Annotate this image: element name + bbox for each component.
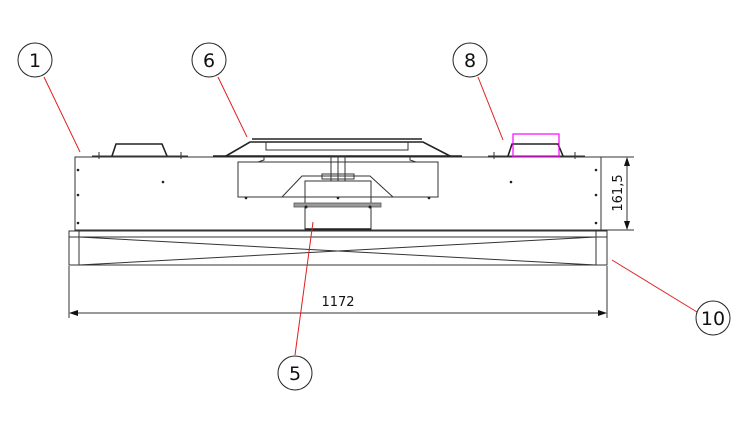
motor — [293, 180, 382, 231]
callout-label: 1 — [29, 50, 41, 72]
callout-6: 6 — [191, 42, 227, 78]
width-dimension: 1172 — [68, 266, 608, 318]
callout-label: 6 — [203, 50, 215, 72]
callout-1: 1 — [17, 42, 53, 78]
filter-unit — [68, 230, 608, 266]
callout-label: 8 — [464, 50, 476, 72]
callout-label: 5 — [289, 363, 301, 385]
height-dimension-label: 161,5 — [611, 174, 626, 211]
leader-lines — [43, 76, 698, 356]
fan — [237, 155, 439, 200]
handle-right — [488, 133, 585, 159]
callout-8: 8 — [452, 42, 488, 78]
handle-left — [92, 143, 188, 159]
callout-5: 5 — [277, 355, 313, 391]
height-dimension: 161,5 — [601, 156, 634, 231]
callout-label: 10 — [701, 308, 725, 330]
highlighted-outlet — [512, 133, 560, 158]
width-dimension-label: 1172 — [321, 295, 354, 310]
callout-10: 10 — [695, 300, 731, 336]
